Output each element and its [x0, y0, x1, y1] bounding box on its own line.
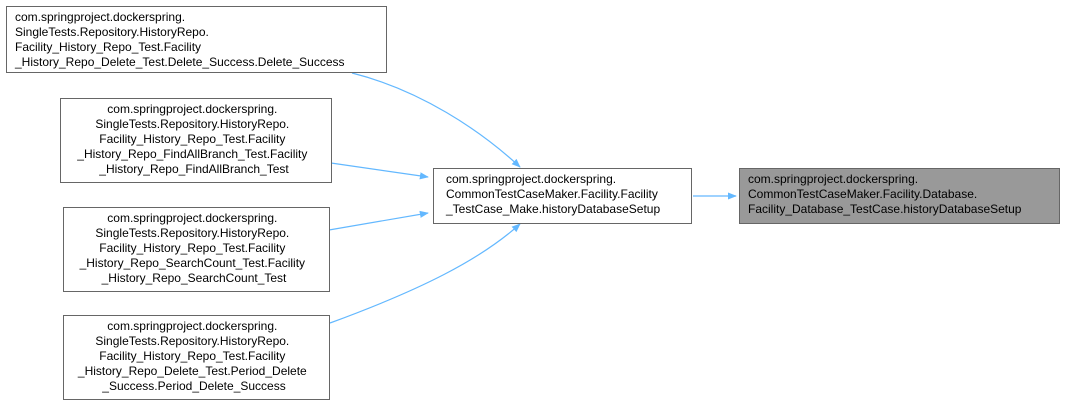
- node-line: _History_Repo_SearchCount_Test.Facility: [79, 256, 305, 270]
- node-line: _History_Repo_SearchCount_Test: [101, 271, 287, 285]
- node-box: [63, 315, 330, 400]
- node-line: com.springproject.dockerspring.: [15, 10, 185, 24]
- svg-text:com.springproject.dockerspring: com.springproject.dockerspring. CommonTe…: [445, 172, 661, 216]
- node-line: Facility_History_Repo_Test.Facility: [99, 349, 285, 363]
- svg-text:com.springproject.dockerspring: com.springproject.dockerspring. SingleTe…: [76, 102, 310, 176]
- node-line: com.springproject.dockerspring.: [446, 172, 616, 186]
- node-line: _History_Repo_Delete_Test.Period_Delete: [77, 364, 307, 378]
- svg-text:com.springproject.dockerspring: com.springproject.dockerspring. SingleTe…: [79, 211, 309, 285]
- node-searchcount[interactable]: com.springproject.dockerspring. SingleTe…: [63, 207, 330, 292]
- node-line: Facility_History_Repo_Test.Facility: [99, 132, 285, 146]
- svg-text:com.springproject.dockerspring: com.springproject.dockerspring. SingleTe…: [14, 10, 345, 69]
- edge-period-delete-to-testcase-make: [329, 223, 521, 324]
- node-testcase-make[interactable]: com.springproject.dockerspring. CommonTe…: [433, 168, 692, 224]
- node-line: CommonTestCaseMaker.Facility.Facility: [446, 187, 658, 201]
- node-line: com.springproject.dockerspring.: [107, 319, 277, 333]
- node-line: Facility_Database_TestCase.historyDataba…: [748, 202, 1022, 216]
- node-line: SingleTests.Repository.HistoryRepo.: [95, 117, 289, 131]
- node-line: _Success.Period_Delete_Success: [101, 379, 285, 393]
- node-line: com.springproject.dockerspring.: [748, 172, 918, 186]
- node-line: CommonTestCaseMaker.Facility.Database.: [748, 187, 977, 201]
- edge-delete-success-to-testcase-make: [351, 72, 521, 168]
- node-line: _TestCase_Make.historyDatabaseSetup: [445, 202, 660, 216]
- edge-findallbranch-to-testcase-make: [330, 162, 429, 180]
- node-box: [739, 168, 1060, 224]
- node-database-testcase[interactable]: com.springproject.dockerspring. CommonTe…: [739, 168, 1060, 224]
- node-box: [6, 6, 387, 73]
- node-line: Facility_History_Repo_Test.Facility: [15, 40, 201, 54]
- node-delete-success[interactable]: com.springproject.dockerspring. SingleTe…: [6, 6, 387, 73]
- node-box: [60, 98, 332, 183]
- node-line: SingleTests.Repository.HistoryRepo.: [95, 334, 289, 348]
- edge-searchcount-to-testcase-make: [328, 210, 429, 231]
- node-line: SingleTests.Repository.HistoryRepo.: [95, 226, 289, 240]
- node-line: SingleTests.Repository.HistoryRepo.: [15, 25, 209, 39]
- svg-text:com.springproject.dockerspring: com.springproject.dockerspring. CommonTe…: [748, 172, 1022, 216]
- node-period-delete[interactable]: com.springproject.dockerspring. SingleTe…: [63, 315, 330, 400]
- node-line: Facility_History_Repo_Test.Facility: [99, 241, 285, 255]
- node-line: _History_Repo_FindAllBranch_Test: [98, 162, 289, 176]
- node-line: com.springproject.dockerspring.: [107, 102, 277, 116]
- edges: [328, 72, 737, 324]
- node-box: [63, 207, 330, 292]
- node-line: _History_Repo_Delete_Test.Delete_Success…: [14, 55, 345, 69]
- node-line: com.springproject.dockerspring.: [107, 211, 277, 225]
- node-box: [433, 168, 692, 224]
- node-findallbranch[interactable]: com.springproject.dockerspring. SingleTe…: [60, 98, 332, 183]
- svg-text:com.springproject.dockerspring: com.springproject.dockerspring. SingleTe…: [77, 319, 310, 393]
- node-line: _History_Repo_FindAllBranch_Test.Facilit…: [76, 147, 307, 161]
